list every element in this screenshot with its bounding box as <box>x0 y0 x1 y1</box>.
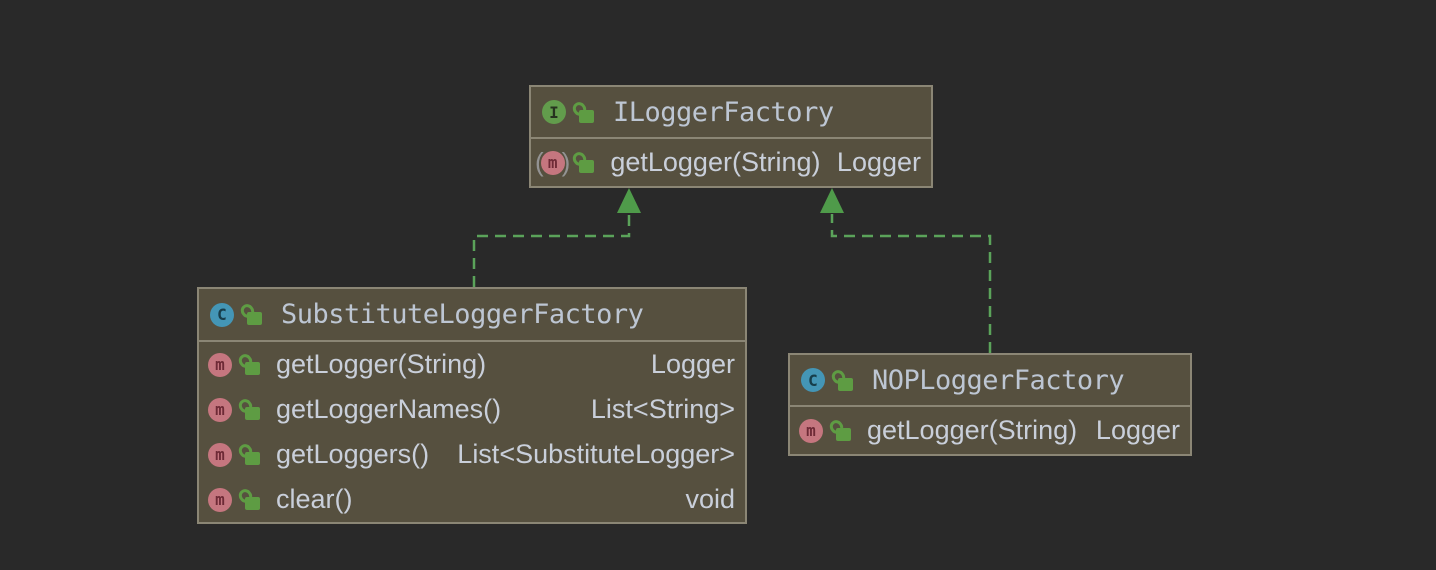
class-icon-letter: C <box>808 370 818 390</box>
member-name: clear() <box>276 484 353 514</box>
implements-edge-noploggerfactory[interactable] <box>820 188 992 353</box>
member-name: getLogger(String) <box>610 147 821 177</box>
unlocked-icon <box>574 102 594 123</box>
interface-icon: I <box>542 100 566 124</box>
implements-arrowhead <box>617 188 641 213</box>
member-row[interactable]: m clear() void <box>199 477 745 522</box>
node-header[interactable]: I ILoggerFactory <box>531 87 931 137</box>
unlocked-icon <box>240 489 260 510</box>
method-icon: m <box>208 352 232 377</box>
method-icon: m <box>540 150 565 175</box>
method-icon-letter: m <box>215 355 225 374</box>
node-title: ILoggerFactory <box>613 96 834 128</box>
member-row[interactable]: m getLoggers() List<SubstituteLogger> <box>199 432 745 477</box>
unlocked-icon <box>240 399 260 420</box>
method-icon-letter: m <box>547 153 558 172</box>
class-node-iloggerfactory[interactable]: I ILoggerFactory m getLogger(String) Log… <box>529 85 933 188</box>
unlocked-icon <box>242 304 262 325</box>
node-header[interactable]: C SubstituteLoggerFactory <box>199 289 745 340</box>
class-node-noploggerfactory[interactable]: C NOPLoggerFactory m getLogger(String) L… <box>788 353 1192 456</box>
member-row[interactable]: m getLogger(String) Logger <box>790 407 1190 454</box>
members-section: m getLogger(String) Logger m getLoggerNa… <box>199 340 745 522</box>
node-title: SubstituteLoggerFactory <box>281 299 644 330</box>
unlocked-icon <box>240 354 260 375</box>
members-section: m getLogger(String) Logger <box>790 405 1190 454</box>
members-section: m getLogger(String) Logger <box>531 137 931 186</box>
member-name: getLogger(String) <box>867 415 1078 445</box>
member-name: getLogger(String) <box>276 349 487 379</box>
member-return-type: List<String> <box>590 394 735 424</box>
method-icon-letter: m <box>215 445 225 464</box>
node-header[interactable]: C NOPLoggerFactory <box>790 355 1190 405</box>
class-icon: C <box>210 302 234 327</box>
member-row[interactable]: m getLogger(String) Logger <box>199 342 745 387</box>
implements-edge-substituteloggerfactory[interactable] <box>472 188 641 287</box>
method-icon-letter: m <box>215 490 225 509</box>
unlocked-icon <box>240 444 260 465</box>
member-return-type: Logger <box>836 147 921 177</box>
member-return-type: List<SubstituteLogger> <box>457 439 735 469</box>
class-icon-letter: C <box>217 305 227 324</box>
method-icon-letter: m <box>215 400 225 419</box>
member-name: getLoggers() <box>276 439 430 469</box>
implements-arrowhead <box>820 188 844 213</box>
interface-icon-letter: I <box>549 102 559 122</box>
method-icon: m <box>208 442 232 467</box>
member-return-type: Logger <box>1095 415 1180 445</box>
member-name: getLoggerNames() <box>276 394 502 424</box>
member-row[interactable]: m getLogger(String) Logger <box>531 139 931 186</box>
member-row[interactable]: m getLoggerNames() List<String> <box>199 387 745 432</box>
method-icon: m <box>208 397 232 422</box>
unlocked-icon <box>574 152 595 173</box>
class-node-substituteloggerfactory[interactable]: C SubstituteLoggerFactory m getLogger(St… <box>197 287 747 524</box>
method-icon-letter: m <box>806 421 816 440</box>
method-icon: m <box>208 487 232 512</box>
unlocked-icon <box>833 370 853 391</box>
member-return-type: Logger <box>650 349 735 379</box>
node-title: NOPLoggerFactory <box>872 364 1125 396</box>
unlocked-icon <box>831 420 851 441</box>
method-icon: m <box>799 418 823 443</box>
member-return-type: void <box>685 484 735 514</box>
class-icon: C <box>801 368 825 392</box>
abstract-method-icon: m <box>535 147 570 178</box>
